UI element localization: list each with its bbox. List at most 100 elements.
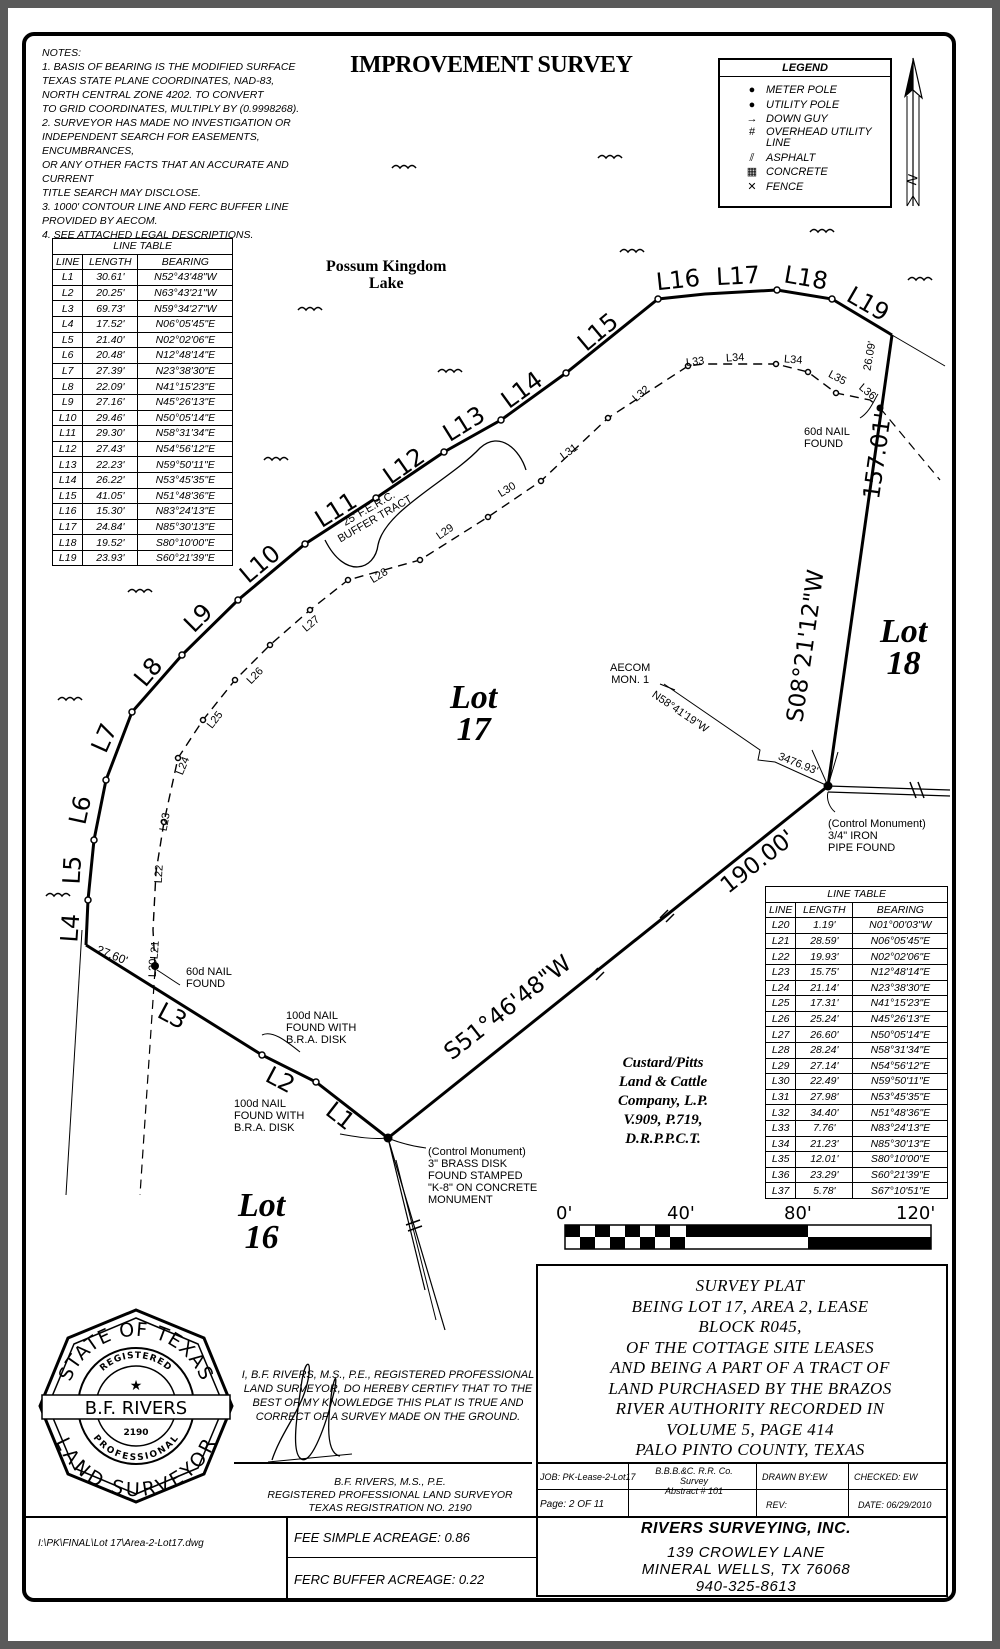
note-1: 1. BASIS OF BEARING IS THE MODIFIED SURF… <box>42 61 300 115</box>
down-guy-icon: → <box>746 113 758 125</box>
note-3: 3. 1000' CONTOUR LINE AND FERC BUFFER LI… <box>42 201 289 227</box>
table-cell-bearing: N51°48'36"E <box>852 1104 949 1121</box>
table-cell-bearing: N41°15'23"E <box>137 378 234 395</box>
table-cell-bearing: N02°02'06"E <box>137 331 234 349</box>
table-cell-bearing: N12°48'14"E <box>852 963 949 981</box>
legend-item: ▦CONCRETE <box>720 165 890 180</box>
scale-label: 0' <box>556 1203 573 1224</box>
line-label-l34: L34 <box>783 353 803 367</box>
ferc-buffer-line <box>152 363 881 967</box>
north-arrow-icon: N <box>903 57 923 207</box>
table-cell-line: L34 <box>764 1135 797 1153</box>
table-cell-length: 23.93' <box>82 549 139 567</box>
table-cell-line: L16 <box>51 503 84 520</box>
seal-number: 2190 <box>123 1428 148 1438</box>
legend-item: ●METER POLE <box>720 83 890 98</box>
bottom-strip-divider <box>26 1516 536 1518</box>
bottom-strip-divider <box>286 1557 536 1558</box>
scale-label: 80' <box>784 1203 812 1224</box>
overhead-line-icon: # <box>748 125 756 138</box>
border-frame <box>22 32 956 1602</box>
column-header: LENGTH <box>795 901 854 919</box>
control-monument-east: (Control Monument) 3/4" IRON PIPE FOUND <box>828 818 926 854</box>
table-cell-length: 27.39' <box>82 362 139 380</box>
table-cell-bearing: N45°26'13"E <box>137 393 234 411</box>
revision: REV: <box>766 1500 787 1510</box>
table-cell-bearing: N85°30'13"E <box>852 1135 949 1153</box>
plat-description: SURVEY PLAT BEING LOT 17, AREA 2, LEASE … <box>608 1276 892 1459</box>
fee-simple-acreage: FEE SIMPLE ACREAGE: 0.86 <box>294 1530 470 1545</box>
surveyor-seal: STATE OF TEXAS LAND SURVEYOR REGISTERED … <box>38 1308 234 1504</box>
south-west-boundary <box>85 943 389 1140</box>
legend-box: LEGEND ●METER POLE ●UTILITY POLE →DOWN G… <box>718 58 892 208</box>
table-cell-bearing: N83°24'13"E <box>137 503 234 520</box>
lot-number: 18 <box>886 645 921 682</box>
table-cell-line: L19 <box>51 549 84 567</box>
info-divider <box>628 1462 629 1489</box>
table-cell-bearing: N06°05'45"E <box>137 315 234 333</box>
concrete-icon: ▦ <box>746 166 758 178</box>
legend-label: DOWN GUY <box>766 113 828 125</box>
table-cell-bearing: N83°24'13"E <box>852 1119 949 1137</box>
table-cell-bearing: N51°48'36"E <box>137 487 234 505</box>
certification-text: I, B.F. RIVERS, M.S., P.E., REGISTERED P… <box>241 1369 535 1423</box>
table-cell-length: 19.52' <box>82 534 139 551</box>
table-cell-line: L11 <box>51 425 84 442</box>
table-cell-length: 22.49' <box>795 1073 854 1090</box>
table-cell-length: 15.30' <box>82 503 139 520</box>
lot-word: Lot <box>450 679 498 716</box>
legend-label: OVERHEAD UTILITY LINE <box>766 125 872 149</box>
table-cell-line: L36 <box>764 1166 797 1184</box>
fence-icon: ✕ <box>747 180 757 193</box>
nail-note: 60d NAIL FOUND <box>804 426 850 450</box>
nail-note: 100d NAIL FOUND WITH B.R.A. DISK <box>286 1010 357 1046</box>
table-cell-line: L14 <box>51 471 84 489</box>
info-divider <box>628 1489 629 1518</box>
line-label-l16: L16 <box>654 263 702 297</box>
table-cell-length: 27.14' <box>795 1057 854 1075</box>
scale-bar <box>564 1224 932 1250</box>
table-cell-line: L30 <box>764 1073 797 1090</box>
table-cell-length: 1.19' <box>795 917 854 934</box>
table-cell-line: L24 <box>764 979 797 997</box>
info-grid <box>536 1462 948 1518</box>
line-label-l22: L22 <box>152 864 166 884</box>
column-header: BEARING <box>852 901 949 919</box>
table-cell-bearing: N41°15'23"E <box>852 995 949 1012</box>
table-cell-bearing: N45°26'13"E <box>852 1010 949 1028</box>
signature-line <box>234 1462 532 1464</box>
table-cell-length: 28.59' <box>795 932 854 950</box>
east-boundary <box>826 334 894 787</box>
adjoiner-label: Custard/Pitts Land & Cattle Company, L.P… <box>617 1055 708 1147</box>
info-divider <box>756 1462 757 1518</box>
line-label-l6: L6 <box>63 793 97 827</box>
table-cell-length: 21.14' <box>795 979 854 997</box>
lot-word: Lot <box>238 1187 286 1224</box>
survey-abstract: B.B.B.&C. R.R. Co. Survey Abstract # 101 <box>655 1466 733 1496</box>
scale-label: 40' <box>667 1203 695 1224</box>
line-label-l4: L4 <box>55 912 86 944</box>
legend-item: ⫽ASPHALT <box>720 151 890 166</box>
table-cell-length: 21.40' <box>82 331 139 349</box>
meter-pole-icon: ● <box>748 84 756 96</box>
table-cell-line: L26 <box>764 1010 797 1028</box>
info-divider <box>848 1462 849 1518</box>
file-path: I:\PK\FINAL\Lot 17\Area-2-Lot17.dwg <box>38 1538 204 1549</box>
